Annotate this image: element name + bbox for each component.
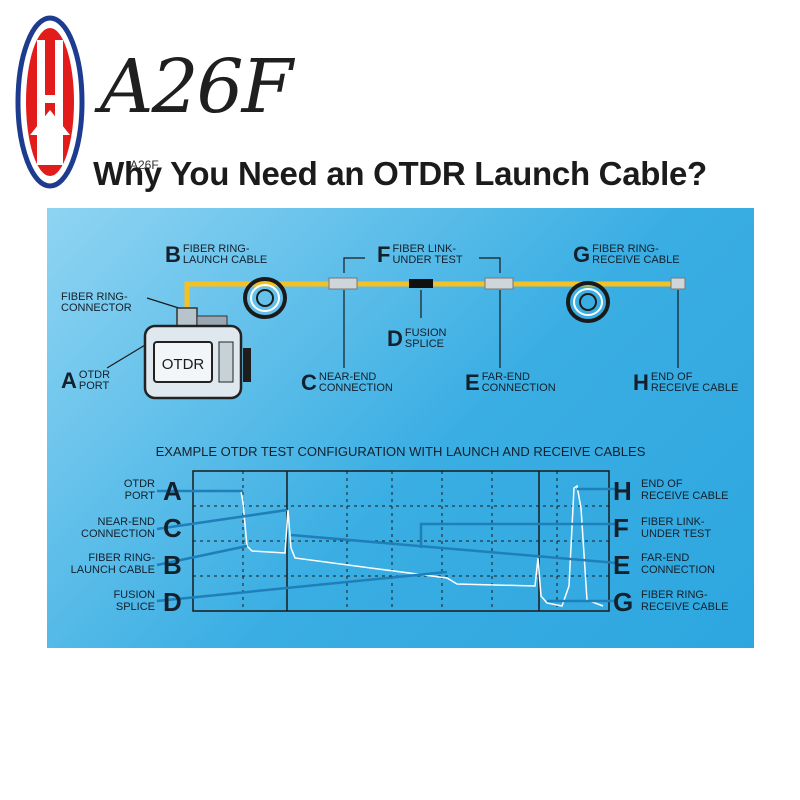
right-row-h-text: END OF RECEIVE CABLE xyxy=(641,478,729,502)
fusion-splice-marker xyxy=(409,279,433,288)
left-row-b-letter: B xyxy=(163,550,182,580)
near-end-connector xyxy=(328,277,358,290)
left-row-c-text: NEAR-END CONNECTION xyxy=(81,516,155,540)
left-row-a-text: OTDR PORT xyxy=(123,478,155,502)
brand-logo-icon xyxy=(15,15,85,189)
launch-ring-icon xyxy=(243,277,287,319)
left-row-c-letter: C xyxy=(163,513,182,543)
right-row-g-letter: G xyxy=(613,587,634,617)
page-headline: Why You Need an OTDR Launch Cable? xyxy=(93,155,707,192)
right-row-g-text: FIBER RING- RECEIVE CABLE xyxy=(641,589,729,613)
diagram-graphics: OTDR xyxy=(106,257,686,612)
left-row-d-text: FUSION SPLICE xyxy=(113,589,155,613)
otdr-device-icon: OTDR xyxy=(143,307,251,400)
trace-leaders xyxy=(156,487,618,603)
right-row-f-text: FIBER LINK- UNDER TEST xyxy=(641,516,712,540)
brand-name: A26F xyxy=(100,44,293,130)
otdr-trace xyxy=(195,484,604,607)
far-end-connector xyxy=(484,277,514,290)
brand-small-text: A26F xyxy=(130,158,159,172)
otdr-device-label: OTDR xyxy=(162,356,205,373)
config-title: EXAMPLE OTDR TEST CONFIGURATION WITH LAU… xyxy=(155,444,646,459)
left-row-d-letter: D xyxy=(163,587,182,617)
launch-cable xyxy=(184,281,679,308)
receive-end-connector xyxy=(670,277,686,290)
left-row-a-letter: A xyxy=(163,476,182,506)
right-row-h-letter: H xyxy=(613,476,632,506)
receive-ring-icon xyxy=(566,281,610,323)
fiber-ring-connector-label: FIBER RING- CONNECTOR xyxy=(61,291,132,314)
left-row-b-text: FIBER RING- LAUNCH CABLE xyxy=(70,552,155,576)
diagram-panel: OTDR F xyxy=(47,208,754,648)
right-row-e-letter: E xyxy=(613,550,631,580)
right-row-e-text: FAR-END CONNECTION xyxy=(641,552,715,576)
right-row-f-letter: F xyxy=(613,513,629,543)
